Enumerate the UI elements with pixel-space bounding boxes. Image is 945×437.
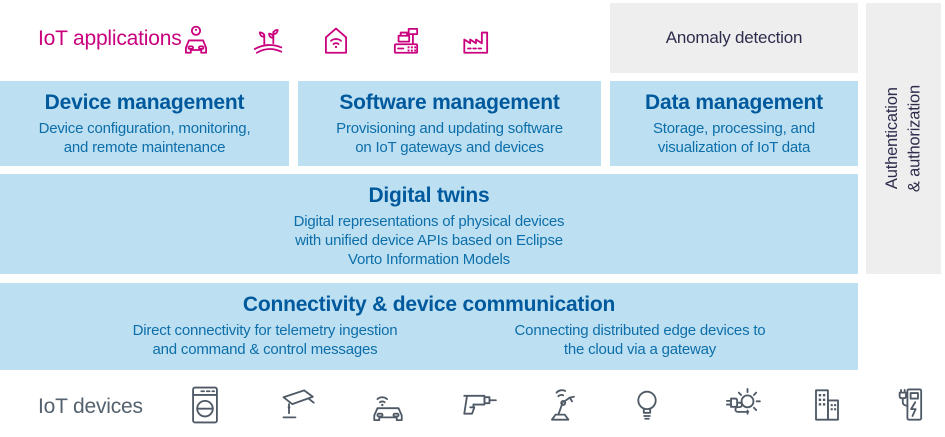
agriculture-icon: [251, 23, 285, 57]
device-management-description: Device configuration, monitoring, and re…: [38, 120, 251, 157]
light-bulb-icon: [625, 383, 669, 427]
software-management-title: Software management: [339, 91, 560, 114]
security-camera-icon: [278, 383, 322, 427]
digital-twins-description: Digital representations of physical devi…: [293, 213, 565, 269]
digital-twins-title: Digital twins: [368, 184, 490, 207]
power-drill-icon: [456, 383, 500, 427]
device-management-title: Device management: [44, 91, 245, 114]
device-management-box: Device management Device configuration, …: [0, 81, 289, 166]
iot-devices-label: IoT devices: [38, 395, 143, 418]
connectivity-gateway-description: Connecting distributed edge devices to t…: [514, 322, 766, 359]
point-of-sale-icon: [389, 23, 423, 57]
digital-twins-box: Digital twins Digital representations of…: [0, 174, 858, 274]
connectivity-box: Connectivity & device communication Dire…: [0, 283, 858, 370]
connectivity-direct-description: Direct connectivity for telemetry ingest…: [132, 322, 398, 359]
washing-machine-icon: [183, 383, 227, 427]
data-management-title: Data management: [645, 91, 823, 114]
connected-car-icon: [179, 23, 213, 57]
ev-charging-station-icon: [890, 383, 934, 427]
buildings-icon: [805, 383, 849, 427]
anomaly-detection-box: Anomaly detection: [610, 3, 858, 73]
connected-car-icon: [366, 383, 410, 427]
iot-applications-label: IoT applications: [38, 27, 182, 50]
robot-arm-icon: [540, 383, 584, 427]
smart-home-icon: [319, 23, 353, 57]
factory-icon: [459, 23, 493, 57]
energy-grid-icon: [720, 383, 764, 427]
software-management-box: Software management Provisioning and upd…: [298, 81, 601, 166]
software-management-description: Provisioning and updating software on Io…: [336, 120, 563, 157]
data-management-description: Storage, processing, and visualization o…: [653, 120, 815, 157]
authentication-authorization-label: Authentication & authorization: [883, 84, 924, 193]
anomaly-detection-label: Anomaly detection: [665, 28, 803, 47]
authentication-authorization-bar: Authentication & authorization: [866, 3, 941, 274]
connectivity-title: Connectivity & device communication: [242, 293, 616, 316]
data-management-box: Data management Storage, processing, and…: [610, 81, 858, 166]
